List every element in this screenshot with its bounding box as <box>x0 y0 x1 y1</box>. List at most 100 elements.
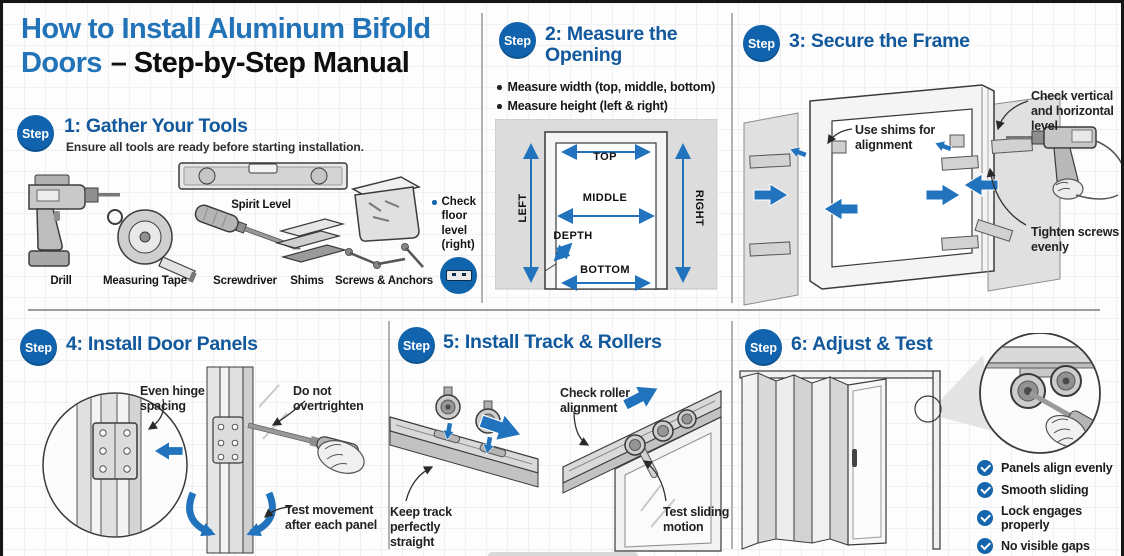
spirit-level-label: Spirit Level <box>231 199 291 211</box>
step3-heading: 3: Secure the Frame <box>789 30 970 52</box>
label-tighten-screws: Tighten screws evenly <box>1031 225 1119 254</box>
label-hinge-spacing: Even hinge spacing <box>140 384 205 413</box>
divider-top-2 <box>731 13 733 303</box>
title-line1: How to Install Aluminum Bifold <box>21 13 431 45</box>
label-bottom: BOTTOM <box>580 264 630 276</box>
checklist-item: Lock engages properly <box>977 504 1121 532</box>
door-edge <box>206 366 288 554</box>
step1-note: Check floor level (right) <box>432 195 484 253</box>
step5-track-illustration <box>389 376 722 552</box>
shim-block <box>831 140 847 154</box>
left-wall <box>743 112 799 306</box>
check-icon <box>977 460 993 476</box>
bifold-door <box>739 370 941 550</box>
step5-badge: Step <box>398 327 435 364</box>
page-title: How to Install Aluminum Bifold Doors– St… <box>21 12 431 80</box>
step2-bullet-2: Measure height (left & right) <box>497 99 668 113</box>
divider-bottom-1 <box>388 321 390 549</box>
check-icon <box>977 510 993 526</box>
label-check-level: Check vertical and horizontal level <box>1031 89 1114 133</box>
tool-label-tape: Measuring Tape <box>103 275 187 287</box>
step3-badge: Step <box>743 25 780 62</box>
track-left <box>389 386 539 488</box>
step2-heading: 2: Measure the Opening <box>545 23 678 67</box>
depth-arrow <box>553 242 573 262</box>
divider-bottom-2 <box>731 321 733 549</box>
step4-badge: Step <box>20 329 57 366</box>
screwdriver-shaft <box>1028 390 1078 422</box>
step6-heading: 6: Adjust & Test <box>791 333 933 355</box>
step1-subtitle: Ensure all tools are ready before starti… <box>66 140 364 154</box>
mounting-brackets <box>749 137 1033 257</box>
label-left: LEFT <box>517 193 529 223</box>
tool-label-shims: Shims <box>290 275 324 287</box>
title-line2-black: – Step-by-Step Manual <box>110 47 410 80</box>
shims-icon <box>274 218 348 263</box>
drill-icon <box>1006 126 1121 200</box>
label-keep-straight: Keep track perfectly straight <box>390 505 452 549</box>
roller-icon <box>624 434 646 456</box>
label-middle: MIDDLE <box>582 192 628 204</box>
leader-movement <box>264 506 292 518</box>
screws-anchors-icon <box>345 176 424 269</box>
label-use-shims: Use shims for alignment <box>855 123 936 152</box>
tool-label-drill: Drill <box>50 275 72 287</box>
floor-level-badge-icon <box>440 257 477 294</box>
leader-overtighten <box>271 400 306 426</box>
label-overtighten: Do not overtrighten <box>293 384 364 413</box>
hinge-plate <box>212 416 244 464</box>
roller-icon <box>435 386 461 420</box>
magnifier-beam <box>938 355 993 431</box>
bullet-dot-icon <box>432 200 437 205</box>
track-right <box>562 376 722 552</box>
roller-icon <box>677 409 697 429</box>
leader-alignment <box>573 410 590 446</box>
swing-arrow-left <box>186 491 216 537</box>
leader-tighten <box>986 167 1027 226</box>
divider-middle <box>28 309 1100 311</box>
step3-frame-illustration <box>743 84 1121 306</box>
shim-block <box>949 134 965 148</box>
tool-label-screws: Screws & Anchors <box>335 275 433 287</box>
check-icon <box>977 538 993 554</box>
drill-icon <box>28 174 120 267</box>
roller-icon <box>1050 365 1082 397</box>
spirit-level-icon <box>178 162 348 190</box>
swing-arrow-right <box>246 491 276 537</box>
step2-bullet-1: Measure width (top, middle, bottom) <box>497 80 715 94</box>
tool-label-screwdriver: Screwdriver <box>213 275 277 287</box>
zoom-target-circle <box>914 395 942 423</box>
check-icon <box>977 482 993 498</box>
door-handle <box>852 449 857 467</box>
step6-badge: Step <box>745 329 782 366</box>
bullet-dot-icon <box>497 85 502 90</box>
watermark-bar <box>488 552 638 556</box>
step6-adjust-illustration <box>739 333 1101 550</box>
step1-badge: Step <box>17 115 54 152</box>
measuring-tape-icon <box>107 209 197 283</box>
leader-spacing <box>147 398 165 430</box>
leader-level <box>995 100 1029 131</box>
checklist-item: No visible gaps <box>977 538 1121 554</box>
step1-tools-illustration <box>28 162 424 283</box>
checklist-item: Panels align evenly <box>977 460 1121 476</box>
roller-icon <box>1010 373 1046 409</box>
label-test-movement: Test movement after each panel <box>285 503 377 532</box>
hinge-detail <box>76 394 142 536</box>
leader-sliding <box>642 460 667 502</box>
label-depth: DEPTH <box>553 230 593 242</box>
step4-panels-illustration <box>42 366 365 554</box>
step4-heading: 4: Install Door Panels <box>66 333 258 355</box>
bullet-dot-icon <box>497 104 502 109</box>
title-line2-blue: Doors <box>21 47 102 80</box>
mini-level-icon <box>445 270 472 281</box>
checklist-item: Smooth sliding <box>977 482 1121 498</box>
leader-shims <box>827 128 853 145</box>
frame-opening <box>831 108 973 268</box>
step2-badge: Step <box>499 22 536 59</box>
step2-opening-diagram <box>495 119 717 291</box>
step1-heading: 1: Gather Your Tools <box>64 115 248 137</box>
step6-checklist: Panels align evenly Smooth sliding Lock … <box>977 460 1121 556</box>
leader-straight <box>405 466 434 502</box>
